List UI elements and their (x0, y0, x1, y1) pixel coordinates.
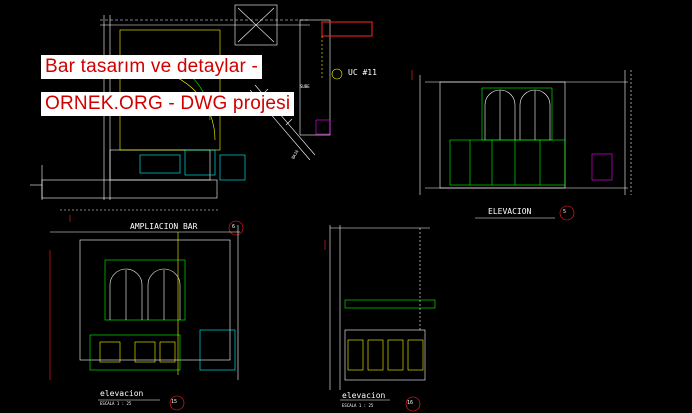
uc-label: UC #11 (348, 68, 377, 77)
front-elevation-title: elevacion (100, 389, 144, 398)
front-elevation-scale: ESCALA 1 : 25 (100, 401, 132, 406)
plan-view (30, 4, 373, 236)
watermark-line-1: Bar tasarım ve detaylar - (41, 55, 263, 79)
main-elevation-view (411, 70, 632, 221)
watermark-line-2: ORNEK.ORG - DWG projesi (41, 92, 295, 116)
side-elevation-tag: 16 (407, 400, 414, 406)
plan-view-title: AMPLIACION BAR (130, 222, 198, 231)
main-elevation-tag: 5 (563, 209, 567, 215)
side-elevation-view (324, 225, 436, 412)
front-elevation-tag: 15 (171, 399, 178, 405)
sube-label: SUBE (300, 84, 310, 89)
main-elevation-title: ELEVACION (488, 207, 532, 216)
front-elevation-view (49, 225, 240, 411)
side-elevation-title: elevacion (342, 391, 386, 400)
side-elevation-scale: ESCALA 1 : 25 (342, 403, 374, 408)
plan-view-tag: 6 (232, 224, 236, 230)
